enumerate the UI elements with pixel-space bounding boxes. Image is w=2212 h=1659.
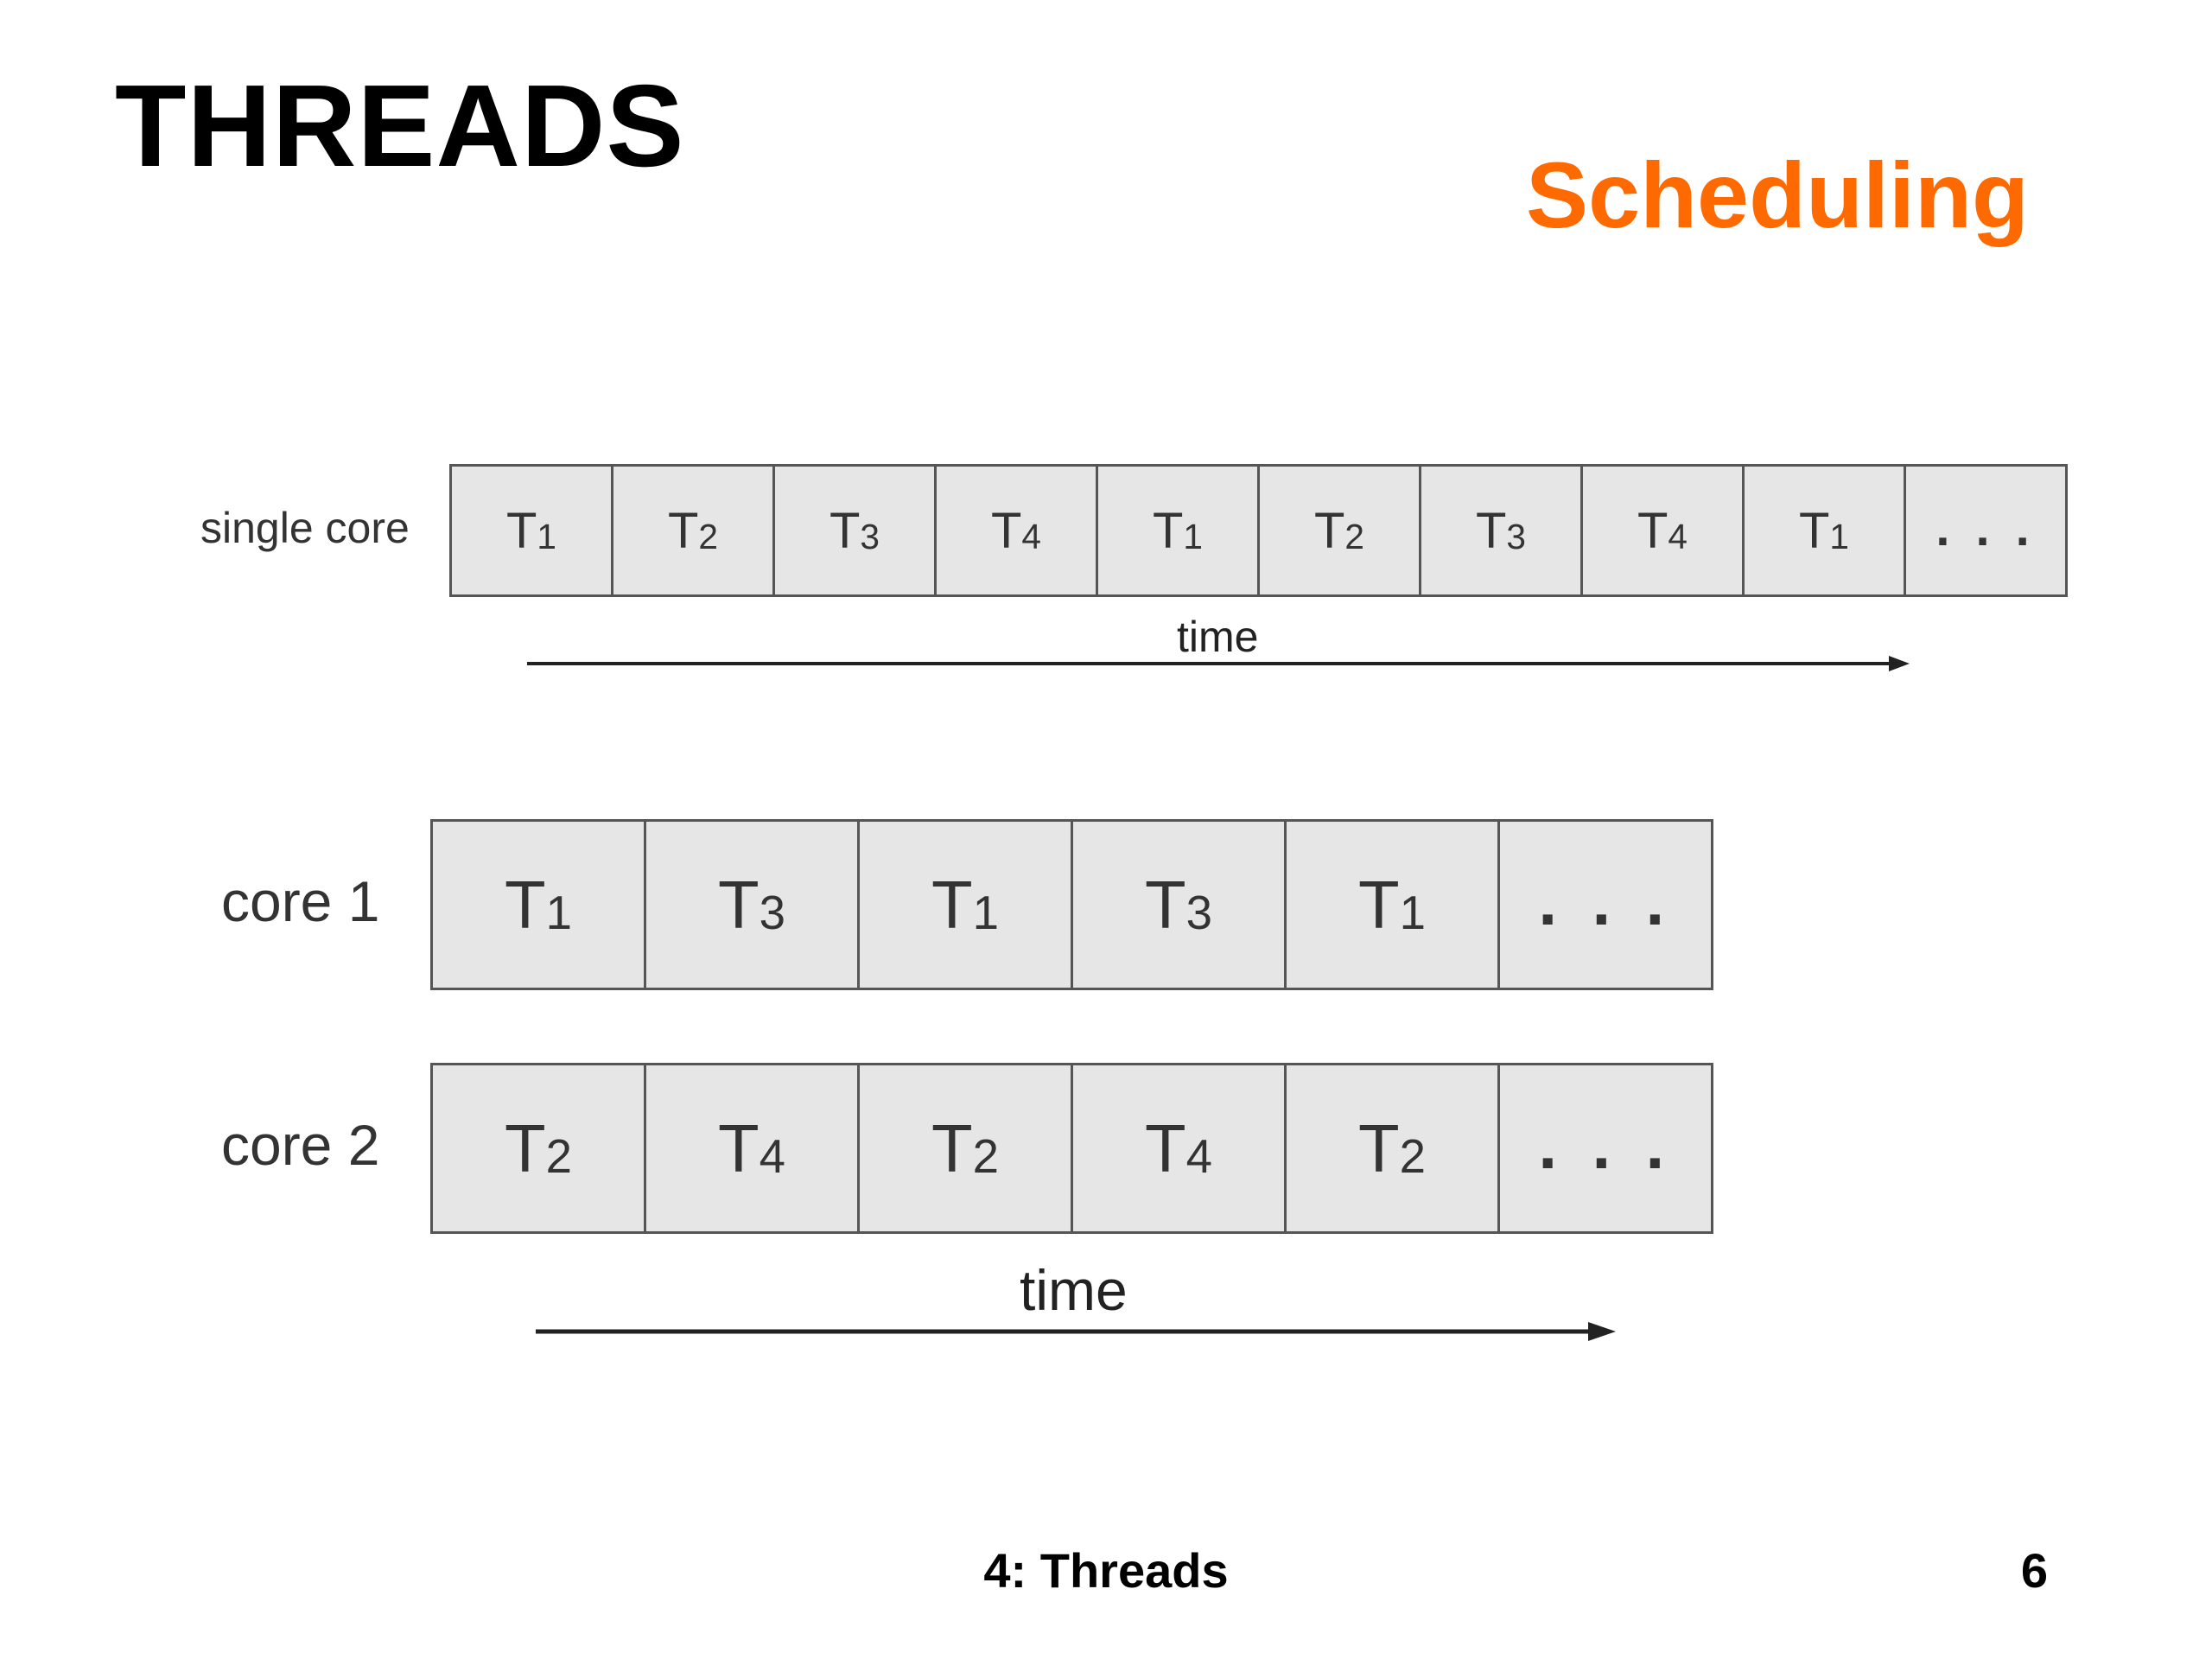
thread-number: 4	[1021, 516, 1041, 556]
thread-name: T	[1798, 502, 1830, 559]
thread-name: T	[1144, 866, 1186, 943]
thread-number: 3	[1185, 887, 1213, 940]
thread-number: 2	[1344, 516, 1364, 556]
thread-name: T	[931, 1109, 973, 1186]
single-core-time-label: time	[1177, 613, 1259, 661]
thread-name: T	[829, 502, 861, 559]
thread-number: 1	[545, 887, 573, 940]
core-2-label: core 2	[221, 1113, 380, 1177]
ellipsis: . . .	[1538, 862, 1673, 939]
thread-number: 1	[1183, 516, 1203, 556]
page-number: 6	[2020, 1543, 2048, 1598]
thread-number: 4	[1185, 1130, 1213, 1184]
thread-number: 1	[1829, 516, 1849, 556]
thread-number: 1	[1399, 887, 1427, 940]
thread-number: 1	[972, 887, 1000, 940]
ellipsis: . . .	[1936, 499, 2036, 556]
single-core-label: single core	[200, 504, 410, 552]
thread-name: T	[505, 502, 537, 559]
footer-chapter: 4: Threads	[983, 1543, 1229, 1598]
slide-subtitle: Scheduling	[1525, 143, 2029, 247]
ellipsis: . . .	[1538, 1106, 1673, 1183]
thread-name: T	[717, 866, 760, 943]
thread-name: T	[1637, 502, 1669, 559]
thread-name: T	[990, 502, 1022, 559]
thread-number: 3	[1506, 516, 1526, 556]
thread-name: T	[504, 1109, 546, 1186]
thread-name: T	[717, 1109, 760, 1186]
core-2-cell: . . .	[1500, 1065, 1713, 1231]
thread-number: 4	[759, 1130, 786, 1184]
thread-number: 2	[1399, 1130, 1427, 1184]
thread-number: 2	[972, 1130, 1000, 1184]
core-1-cell: . . .	[1500, 822, 1713, 988]
thread-number: 3	[759, 887, 786, 940]
multi-core-time-label: time	[1020, 1258, 1128, 1322]
thread-name: T	[1313, 502, 1345, 559]
single-core-time-arrow	[527, 656, 1910, 671]
thread-name: T	[504, 866, 546, 943]
slide-title: THREADS	[115, 60, 685, 191]
thread-number: 2	[545, 1130, 573, 1184]
thread-number: 3	[860, 516, 880, 556]
thread-number: 4	[1668, 516, 1688, 556]
thread-name: T	[1357, 1109, 1400, 1186]
core-1-label: core 1	[221, 869, 380, 933]
thread-name: T	[1144, 1109, 1186, 1186]
multi-core-time-arrow	[536, 1322, 1616, 1341]
thread-name: T	[1357, 866, 1400, 943]
thread-name: T	[931, 866, 973, 943]
thread-number: 2	[698, 516, 718, 556]
thread-name: T	[1152, 502, 1184, 559]
single-core-cell: . . .	[1906, 467, 2068, 594]
thread-name: T	[1475, 502, 1507, 559]
thread-name: T	[667, 502, 699, 559]
thread-number: 1	[537, 516, 556, 556]
